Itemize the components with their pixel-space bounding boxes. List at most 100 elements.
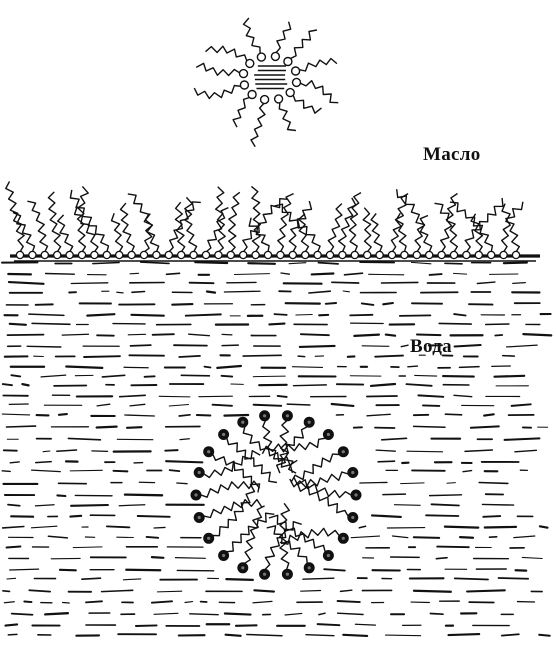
- water-dash: [97, 404, 110, 406]
- surfactant-head: [302, 251, 309, 258]
- surfactant-tail: [75, 206, 98, 252]
- water-dash: [2, 414, 29, 415]
- water-dash: [45, 613, 68, 614]
- water-dash: [495, 335, 502, 336]
- surfactant-tail: [128, 194, 159, 252]
- water-dash: [386, 335, 395, 336]
- water-dash: [175, 558, 205, 559]
- water-dash: [354, 335, 379, 336]
- surfactant-tail: [185, 197, 197, 252]
- water-dash: [296, 315, 312, 316]
- water-dash: [136, 625, 157, 626]
- water-dash: [483, 516, 500, 517]
- water-dash: [93, 263, 119, 264]
- water-dash: [243, 355, 281, 356]
- water-dash: [181, 375, 209, 376]
- surfactant-tail: [70, 190, 108, 252]
- water-dash: [513, 283, 526, 284]
- surfactant-tail: [349, 193, 361, 252]
- water-dash: [274, 314, 286, 315]
- surfactant-tail: [229, 192, 240, 252]
- water-dash: [68, 438, 100, 439]
- water-dash: [406, 384, 431, 386]
- water-dash: [504, 263, 527, 264]
- water-dash: [125, 415, 155, 416]
- water-dash: [319, 613, 325, 614]
- water-dash: [195, 262, 227, 263]
- water-dash: [460, 537, 473, 538]
- surfactant-tail: [279, 103, 296, 131]
- water-dash: [465, 450, 492, 451]
- water-dash: [32, 470, 61, 472]
- water-dash: [226, 635, 241, 636]
- water-dash: [185, 602, 193, 603]
- water-dash: [153, 334, 174, 335]
- water-dash: [172, 304, 192, 305]
- surfactant-tail: [233, 98, 249, 128]
- water-dash: [127, 427, 141, 428]
- water-dash: [479, 483, 508, 484]
- surfactant-tail: [251, 186, 260, 252]
- surfactant-tail: [251, 104, 265, 147]
- surfactant-head: [292, 67, 300, 75]
- head-highlight: [354, 493, 357, 496]
- head-highlight: [286, 414, 289, 417]
- surfactant-tail: [297, 483, 348, 516]
- water-dash: [27, 346, 61, 347]
- water-dash: [467, 590, 505, 591]
- water-dash: [32, 323, 70, 324]
- water-dash: [426, 515, 458, 516]
- water-dash: [29, 314, 64, 315]
- water-dash: [294, 385, 327, 386]
- water-dash: [12, 614, 33, 615]
- water-dash: [309, 291, 330, 293]
- water-label: Вода: [410, 336, 452, 358]
- water-dash: [226, 579, 252, 580]
- surfactant-head: [275, 95, 283, 103]
- head-highlight: [308, 566, 311, 569]
- water-dash: [62, 334, 88, 335]
- surfactant-tail: [371, 214, 382, 253]
- water-dash: [367, 396, 397, 397]
- surfactant-head: [128, 251, 135, 258]
- water-dash: [418, 395, 443, 396]
- water-dash: [338, 601, 360, 602]
- water-dash: [10, 324, 26, 325]
- surfactant-head: [289, 251, 296, 258]
- head-highlight: [194, 493, 197, 496]
- surfactant-head: [401, 251, 408, 258]
- water-dash: [463, 471, 472, 472]
- oil-water-interface: [10, 256, 540, 261]
- surfactant-head: [240, 81, 248, 89]
- water-dash: [512, 404, 531, 406]
- water-dash: [445, 527, 478, 528]
- water-dash: [177, 483, 187, 484]
- water-dash: [415, 375, 437, 376]
- water-dash: [449, 634, 480, 635]
- surfactant-tail: [196, 63, 239, 75]
- surfactant-head: [29, 251, 36, 258]
- water-dash: [29, 590, 50, 591]
- water-dash: [447, 483, 455, 484]
- surfactant-head: [153, 251, 160, 258]
- water-dash: [180, 439, 189, 440]
- water-dash: [36, 462, 52, 463]
- water-dash: [102, 590, 133, 591]
- water-dash: [454, 314, 466, 315]
- surfactant-tail: [300, 81, 338, 103]
- water-dash: [375, 356, 403, 357]
- water-dash: [482, 504, 513, 505]
- surfactant-head: [264, 251, 271, 258]
- water-dash: [318, 263, 338, 264]
- water-dash: [197, 415, 210, 416]
- water-dash: [128, 334, 145, 335]
- water-dash: [179, 415, 190, 416]
- water-dash: [332, 404, 354, 406]
- water-dash: [486, 324, 509, 325]
- water-dash: [154, 613, 178, 614]
- water-dash: [57, 495, 65, 496]
- water-dash: [367, 414, 390, 416]
- water-dash: [254, 405, 282, 406]
- water-dash: [35, 505, 54, 506]
